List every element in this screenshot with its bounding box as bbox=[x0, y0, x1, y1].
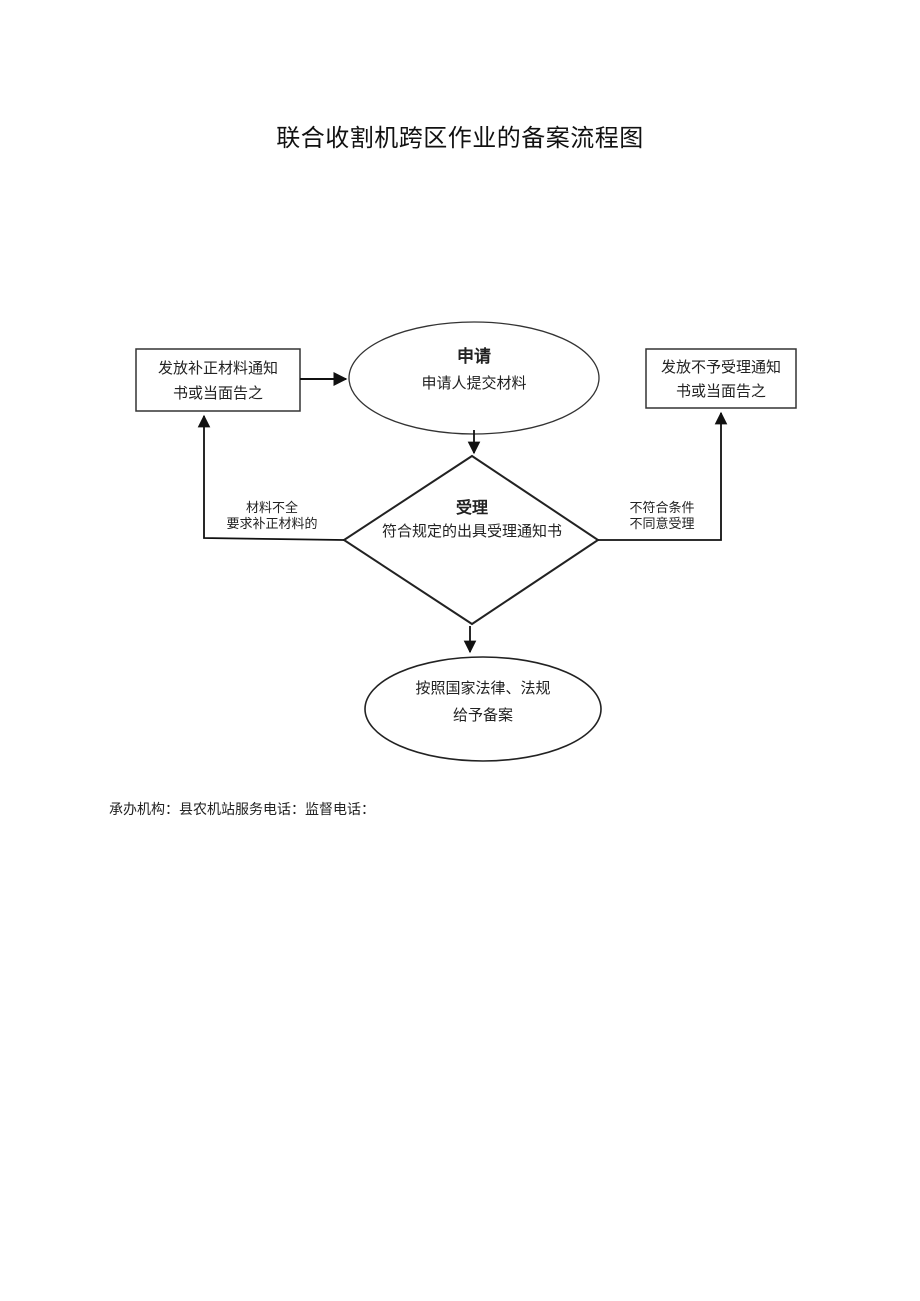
accept-heading: 受理 bbox=[456, 498, 488, 517]
flowchart: 申请 申请人提交材料 发放补正材料通知 书或当面告之 发放不予受理通知 书或当面… bbox=[135, 321, 797, 762]
right-branch-label-line1: 不符合条件 bbox=[629, 500, 694, 516]
left-branch-label-line2: 要求补正材料的 bbox=[226, 516, 317, 532]
accept-node: 受理 符合规定的出具受理通知书 bbox=[342, 454, 600, 626]
record-node: 按照国家法律、法规 给予备案 bbox=[364, 656, 602, 762]
supplement-notice-line1: 发放补正材料通知 bbox=[158, 359, 278, 377]
right-branch-label-line2: 不同意受理 bbox=[629, 516, 694, 532]
arrow-accept-to-reject bbox=[598, 411, 728, 541]
apply-heading: 申请 bbox=[457, 346, 491, 367]
footer-contact: 承办机构：县农机站服务电话：监督电话： bbox=[109, 802, 375, 818]
reject-notice-box: 发放不予受理通知 书或当面告之 bbox=[645, 348, 797, 409]
page-title: 联合收割机跨区作业的备案流程图 bbox=[276, 124, 644, 152]
apply-node: 申请 申请人提交材料 bbox=[348, 321, 600, 435]
arrow-accept-to-supplement bbox=[197, 414, 345, 541]
record-line1: 按照国家法律、法规 bbox=[415, 679, 550, 697]
reject-notice-line1: 发放不予受理通知 bbox=[661, 358, 781, 376]
reject-notice-line2: 书或当面告之 bbox=[676, 382, 766, 400]
left-branch-label-line1: 材料不全 bbox=[246, 500, 298, 516]
supplement-notice-box: 发放补正材料通知 书或当面告之 bbox=[135, 348, 301, 412]
accept-text: 符合规定的出具受理通知书 bbox=[382, 522, 562, 540]
record-line2: 给予备案 bbox=[453, 706, 513, 724]
apply-text: 申请人提交材料 bbox=[421, 374, 526, 392]
supplement-notice-line2: 书或当面告之 bbox=[173, 384, 263, 402]
